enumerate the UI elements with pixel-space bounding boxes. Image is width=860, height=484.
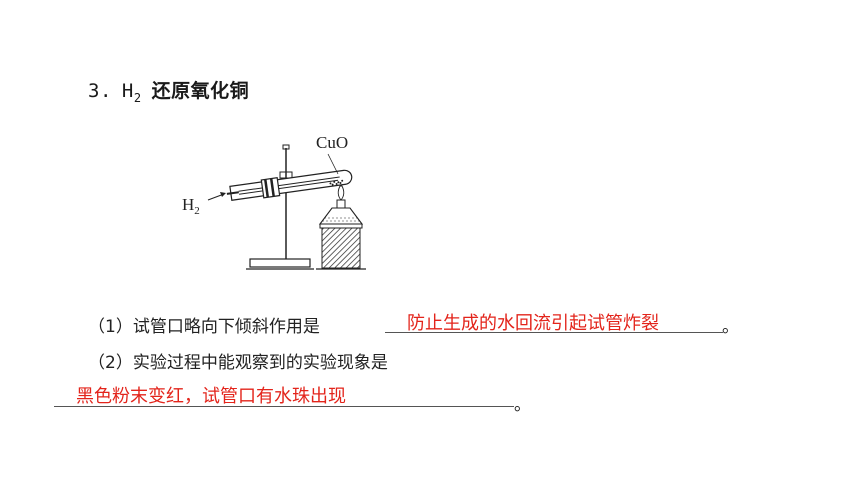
- label-h2: H2: [182, 195, 200, 217]
- lamp-block: [321, 227, 361, 269]
- label-cuo: CuO: [316, 133, 348, 152]
- question-1-blank: [385, 332, 723, 333]
- question-1-period: 。: [722, 317, 739, 337]
- apparatus-diagram: CuO H2: [182, 133, 366, 270]
- question-1-prompt: （1）试管口略向下倾斜作用是: [88, 317, 320, 337]
- alcohol-lamp: [318, 185, 364, 229]
- formula-h2: H2: [121, 80, 142, 105]
- question-1-answer: 防止生成的水回流引起试管炸裂: [407, 313, 659, 334]
- stand-base: [249, 258, 311, 268]
- question-2-blank: [54, 406, 514, 407]
- section-number: 3.: [88, 80, 112, 102]
- question-2-prompt: （2）实验过程中能观察到的实验现象是: [88, 353, 388, 373]
- question-2-answer: 黑色粉末变红，试管口有水珠出现: [76, 386, 346, 407]
- section-heading: 3. H2 还原氧化铜: [88, 76, 249, 105]
- question-2-period: 。: [514, 395, 531, 415]
- test-tube: [226, 169, 353, 201]
- section-title: 还原氧化铜: [151, 80, 250, 102]
